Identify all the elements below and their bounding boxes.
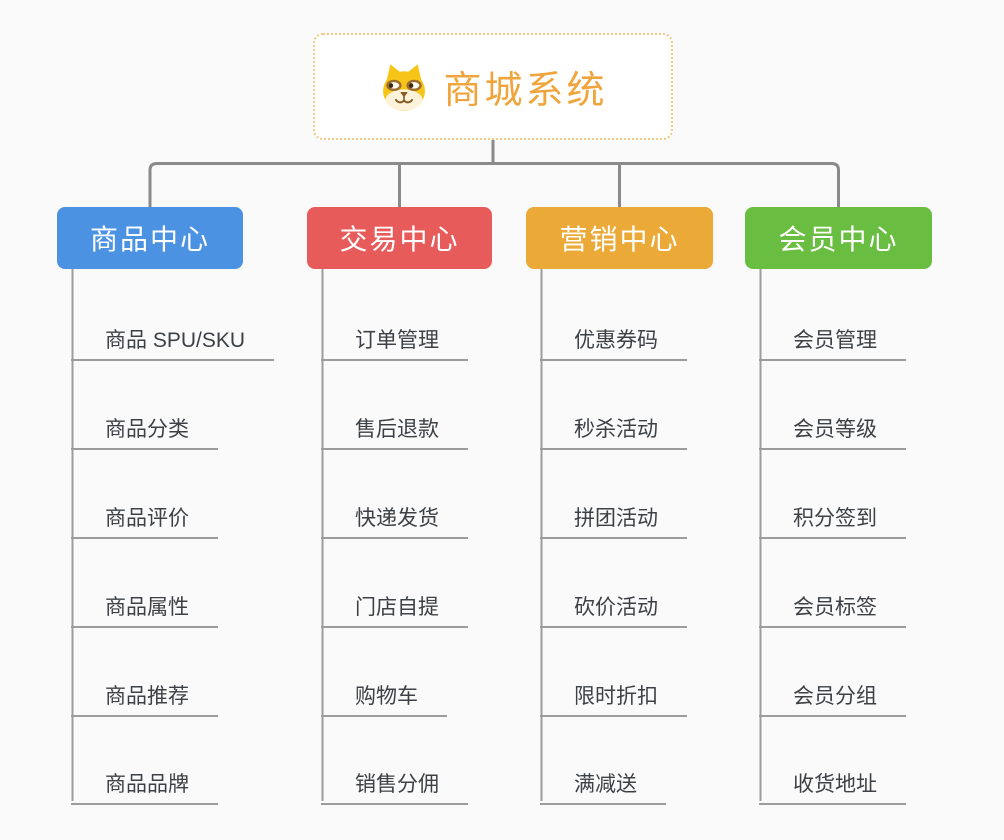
leaf-item[interactable]: 购物车 — [321, 666, 447, 717]
leaf-item[interactable]: 商品推荐 — [71, 666, 218, 717]
leaf-item[interactable]: 售后退款 — [321, 399, 468, 450]
leaf-item[interactable]: 销售分佣 — [321, 754, 468, 805]
leaf-item[interactable]: 会员标签 — [759, 577, 906, 628]
leaf-item[interactable]: 积分签到 — [759, 488, 906, 539]
leaf-item[interactable]: 砍价活动 — [540, 577, 687, 628]
leaf-item[interactable]: 满减送 — [540, 754, 666, 805]
leaf-item[interactable]: 订单管理 — [321, 310, 468, 361]
leaf-item[interactable]: 商品评价 — [71, 488, 218, 539]
leaf-item[interactable]: 商品 SPU/SKU — [71, 310, 275, 361]
leaf-item[interactable]: 商品属性 — [71, 577, 218, 628]
leaf-item[interactable]: 商品品牌 — [71, 754, 218, 805]
leaf-item[interactable]: 商品分类 — [71, 399, 218, 450]
branch-bus-line — [148, 162, 840, 208]
leaf-item[interactable]: 拼团活动 — [540, 488, 687, 539]
root-node[interactable]: 商城系统 — [313, 33, 673, 140]
branch-trade-center[interactable]: 交易中心 — [307, 207, 492, 269]
leaf-item[interactable]: 会员管理 — [759, 310, 906, 361]
leaf-item[interactable]: 秒杀活动 — [540, 399, 687, 450]
shiba-dog-icon — [383, 63, 426, 111]
root-title: 商城系统 — [443, 70, 608, 112]
leaf-item[interactable]: 门店自提 — [321, 577, 468, 628]
branch-product-center[interactable]: 商品中心 — [57, 207, 243, 269]
leaf-item[interactable]: 收货地址 — [759, 754, 906, 805]
leaf-item[interactable]: 会员分组 — [759, 666, 906, 717]
branch-marketing-center[interactable]: 营销中心 — [526, 207, 713, 269]
leaf-item[interactable]: 限时折扣 — [540, 666, 687, 717]
leaf-item[interactable]: 优惠券码 — [540, 310, 687, 361]
leaf-item[interactable]: 会员等级 — [759, 399, 906, 450]
branch-member-center[interactable]: 会员中心 — [745, 207, 932, 269]
leaf-item[interactable]: 快递发货 — [321, 488, 468, 539]
